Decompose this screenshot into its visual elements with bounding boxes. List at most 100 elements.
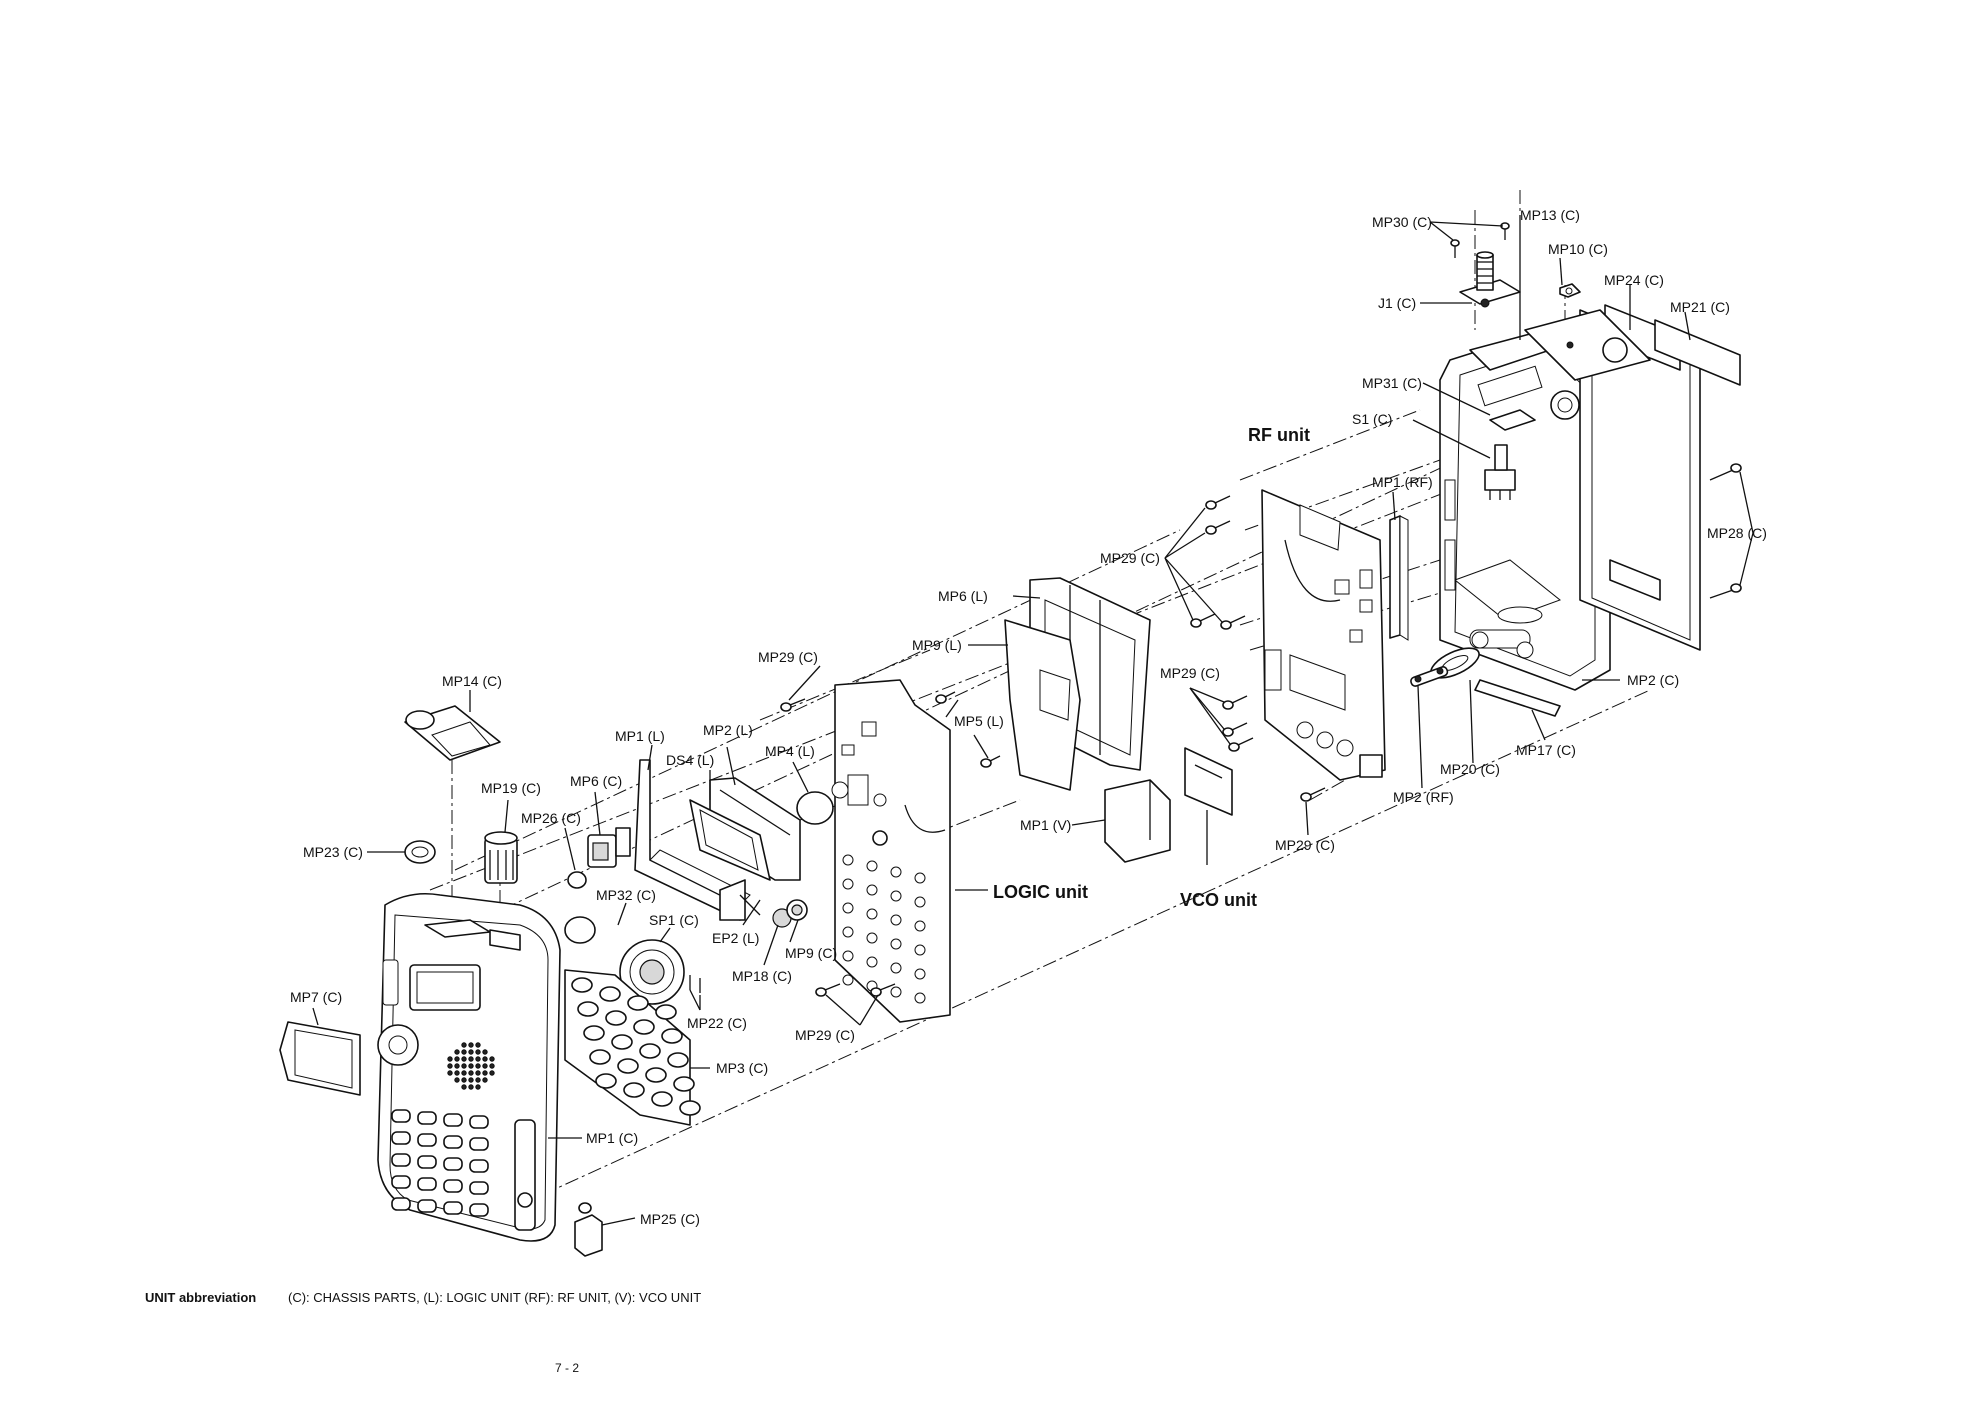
label-mp5-l: MP5 (L)	[954, 713, 1004, 729]
label-vco-unit: VCO unit	[1180, 890, 1257, 910]
key-contact-pad	[914, 920, 926, 932]
label-mp3-c: MP3 (C)	[716, 1060, 768, 1076]
vco-unit-board	[1184, 747, 1233, 816]
grille-hole	[454, 1049, 460, 1055]
key-contact-pad	[914, 944, 926, 956]
keypad-key	[661, 1028, 683, 1044]
label-mp25-c: MP25 (C)	[640, 1211, 700, 1227]
contacts-mp22-c	[689, 975, 701, 993]
label-mp1-c: MP1 (C)	[586, 1130, 638, 1146]
label-mp10-c: MP10 (C)	[1548, 241, 1608, 257]
sheet-mp32-c	[564, 916, 596, 944]
case-key-opening	[417, 1177, 437, 1191]
logic-key-contacts	[842, 854, 926, 1004]
grille-hole	[447, 1063, 453, 1069]
spring-ep2-l	[739, 894, 761, 916]
label-mp26-c: MP26 (C)	[521, 810, 581, 826]
screw-mp29-logic-bottom-2	[870, 983, 896, 997]
label-mp31-c: MP31 (C)	[1362, 375, 1422, 391]
label-j1-c: J1 (C)	[1378, 295, 1416, 311]
knob-mp19-c	[484, 831, 518, 884]
grille-hole	[468, 1070, 474, 1076]
keypad-key	[599, 986, 621, 1002]
label-mp2-c: MP2 (C)	[1627, 672, 1679, 688]
frame-mp1-l	[634, 759, 751, 921]
label-rf-unit: RF unit	[1248, 425, 1310, 445]
cover-mp14-c	[404, 705, 501, 761]
unit-abbreviation-text: (C): CHASSIS PARTS, (L): LOGIC UNIT (RF)…	[288, 1290, 701, 1305]
label-mp29-c-bottom: MP29 (C)	[1275, 837, 1335, 853]
case-key-opening	[391, 1197, 411, 1211]
antenna-connector-j1	[1459, 251, 1521, 308]
bracket-mp31	[1489, 409, 1536, 431]
key-contact-pad	[914, 992, 926, 1004]
case-key-opening	[443, 1113, 463, 1127]
screw-mp29-vco-3	[1228, 737, 1254, 752]
screw-mp5-l-top	[935, 691, 956, 704]
case-key-opening	[443, 1179, 463, 1193]
grille-hole	[482, 1077, 488, 1083]
seal-strip-mp17	[1474, 679, 1561, 717]
keypad-key	[655, 1004, 677, 1020]
case-key-opening	[469, 1203, 489, 1217]
screw-mp29-rf-3	[1190, 613, 1216, 628]
grille-hole	[475, 1070, 481, 1076]
grille-hole	[461, 1063, 467, 1069]
label-mp19-c: MP19 (C)	[481, 780, 541, 796]
sheet-mp4-l	[796, 791, 834, 825]
case-key-opening	[469, 1181, 489, 1195]
label-mp29-c-vco: MP29 (C)	[1160, 665, 1220, 681]
grille-hole	[468, 1084, 474, 1090]
page-number: 7 - 2	[555, 1361, 579, 1375]
case-key-opening	[443, 1201, 463, 1215]
keypad-key	[673, 1076, 695, 1092]
keypad-key	[611, 1034, 633, 1050]
grille-hole	[468, 1042, 474, 1048]
key-contact-pad	[914, 872, 926, 884]
logic-unit-board	[831, 679, 951, 1023]
keypad-key	[639, 1043, 661, 1059]
screw-mp5-l-bottom	[980, 755, 1001, 768]
sheet-mp9-l	[1004, 619, 1081, 791]
case-key-opening	[469, 1115, 489, 1129]
key-contact-pad	[890, 938, 902, 950]
label-ep2-l: EP2 (L)	[712, 930, 759, 946]
label-mp14-c: MP14 (C)	[442, 673, 502, 689]
grille-hole	[461, 1042, 467, 1048]
keypad-key	[651, 1091, 673, 1107]
key-contact-pad	[890, 914, 902, 926]
label-mp7-c: MP7 (C)	[290, 989, 342, 1005]
grille-hole	[468, 1056, 474, 1062]
grille-hole	[475, 1049, 481, 1055]
key-contact-pad	[890, 866, 902, 878]
label-mp18-c: MP18 (C)	[732, 968, 792, 984]
screw-mp29-rf-2	[1205, 520, 1231, 535]
key-contact-pad	[866, 860, 878, 872]
key-contact-pad	[842, 950, 854, 962]
label-mp1-l: MP1 (L)	[615, 728, 665, 744]
keypad-key	[577, 1001, 599, 1017]
key-contact-pad	[842, 902, 854, 914]
label-mp6-l: MP6 (L)	[938, 588, 988, 604]
key-contact-pad	[842, 878, 854, 890]
unit-labels: RF unit LOGIC unit VCO unit	[993, 425, 1310, 910]
label-mp23-c: MP23 (C)	[303, 844, 363, 860]
grille-hole	[461, 1084, 467, 1090]
contacts-mp2-rf	[1410, 666, 1449, 687]
screw-mp29-logic-bottom-1	[815, 983, 841, 997]
label-mp24-c: MP24 (C)	[1604, 272, 1664, 288]
case-key-openings	[391, 1109, 489, 1217]
grille-hole	[489, 1056, 495, 1062]
grille-hole	[454, 1077, 460, 1083]
shield-mp1-rf	[1389, 515, 1409, 641]
screw-mp28-bottom	[1709, 583, 1742, 599]
grille-hole	[489, 1063, 495, 1069]
window-mp7-c	[279, 1021, 361, 1096]
grille-hole	[475, 1077, 481, 1083]
grille-hole	[447, 1056, 453, 1062]
label-mp6-c: MP6 (C)	[570, 773, 622, 789]
grille-hole	[454, 1063, 460, 1069]
case-key-opening	[417, 1133, 437, 1147]
case-key-opening	[417, 1111, 437, 1125]
